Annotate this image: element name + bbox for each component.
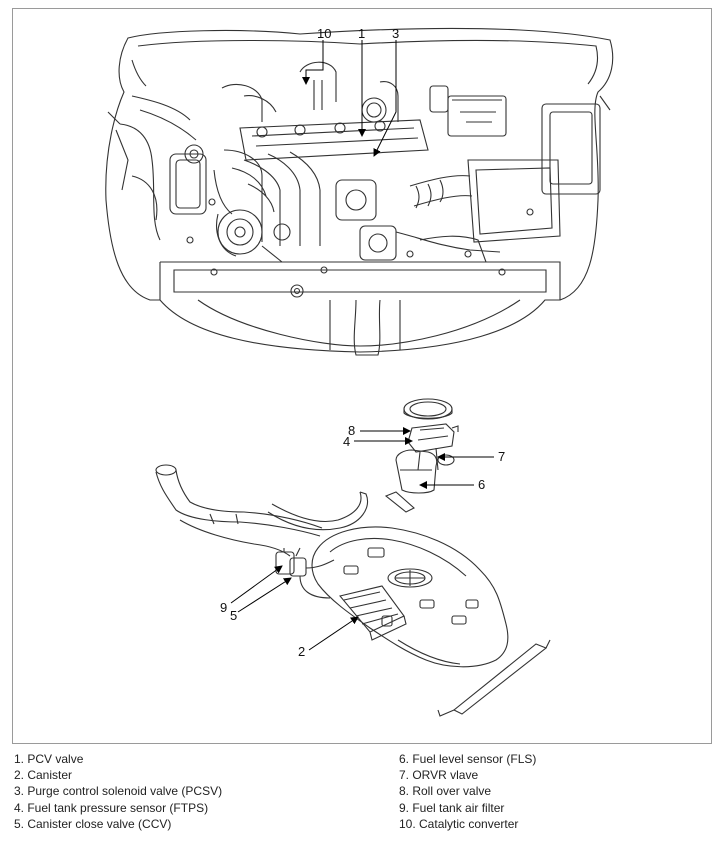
legend-item-10: 10. Catalytic converter: [399, 816, 519, 831]
legend-item-2: 2. Canister: [14, 768, 73, 783]
leader-5: [237, 577, 292, 613]
leader-2: [308, 616, 359, 651]
fuel-system-illustration: [155, 398, 551, 717]
callout-5: 5: [230, 608, 237, 623]
callout-10: 10: [317, 26, 331, 41]
engine-bay-illustration: [105, 27, 614, 356]
callout-2: 2: [298, 644, 305, 659]
legend-right: 6. Fuel level sensor (FLS) 7. ORVR vlave…: [399, 751, 536, 832]
callout-1: 1: [358, 26, 365, 41]
legend-item-5: 5. Canister close valve (CCV): [14, 816, 172, 831]
legend-item-9: 9. Fuel tank air filter: [399, 800, 505, 815]
legend-item-7: 7. ORVR vlave: [399, 768, 479, 783]
legend-item-3: 3. Purge control solenoid valve (PCSV): [14, 784, 223, 799]
callout-6: 6: [478, 477, 485, 492]
leader-3: [373, 40, 397, 157]
legend-left: 1. PCV valve 2. Canister 3. Purge contro…: [14, 751, 222, 832]
legend-item-1: 1. PCV valve: [14, 752, 84, 766]
callout-8: 8: [348, 423, 355, 438]
callout-3: 3: [392, 26, 399, 41]
leader-10: [302, 40, 324, 85]
leader-lines: [230, 40, 494, 651]
legend-item-4: 4. Fuel tank pressure sensor (FTPS): [14, 800, 209, 815]
legend-item-6: 6. Fuel level sensor (FLS): [399, 752, 537, 766]
legend-item-8: 8. Roll over valve: [399, 784, 492, 799]
callout-4: 4: [343, 434, 350, 449]
leader-9: [230, 565, 283, 604]
callout-9: 9: [220, 600, 227, 615]
callout-7: 7: [498, 449, 505, 464]
